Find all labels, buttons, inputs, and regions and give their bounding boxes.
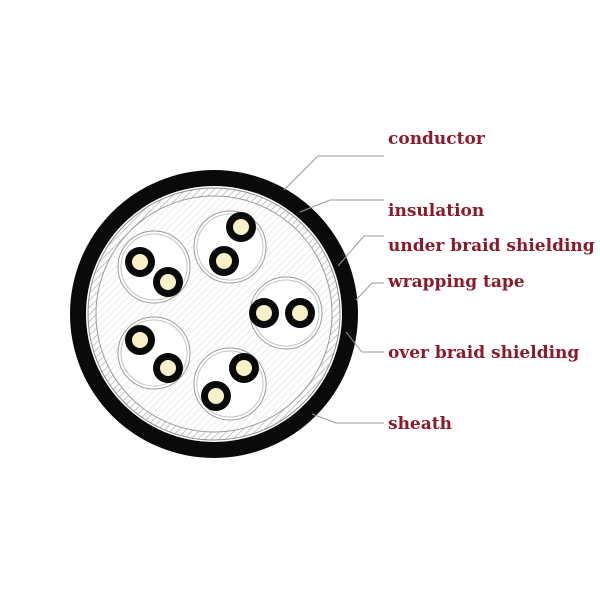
conductor-core	[256, 305, 272, 321]
conductor-core	[132, 254, 148, 270]
conductor-core	[160, 360, 176, 376]
conductor-core	[233, 219, 249, 235]
leader-line-wrapping-tape	[355, 282, 384, 301]
label-conductor: conductor	[388, 129, 485, 149]
leader-line-insulation	[299, 199, 384, 213]
pair-shield-ring	[120, 233, 188, 301]
conductor-core	[132, 332, 148, 348]
label-under-braid-shielding: under braid shielding	[388, 236, 595, 256]
conductor-core	[208, 388, 224, 404]
label-sheath: sheath	[388, 414, 452, 434]
leader-line-conductor	[283, 155, 384, 191]
label-over-braid-shielding: over braid shielding	[388, 343, 580, 363]
pair-shield-ring	[196, 213, 264, 281]
label-wrapping-tape: wrapping tape	[388, 272, 525, 292]
pair-shield-ring	[120, 319, 188, 387]
conductor-core	[292, 305, 308, 321]
leader-line-sheath	[311, 413, 384, 424]
twisted-pairs-group	[117, 210, 323, 421]
leader-line-under-braid	[337, 235, 384, 267]
conductor-core	[236, 360, 252, 376]
pair-insulation-ring	[117, 316, 191, 390]
conductor-core	[160, 274, 176, 290]
leader-lines	[283, 155, 384, 424]
conductor-core	[216, 253, 232, 269]
leader-line-over-braid	[345, 331, 384, 353]
pair-shield-ring	[196, 350, 264, 418]
label-insulation: insulation	[388, 201, 485, 221]
